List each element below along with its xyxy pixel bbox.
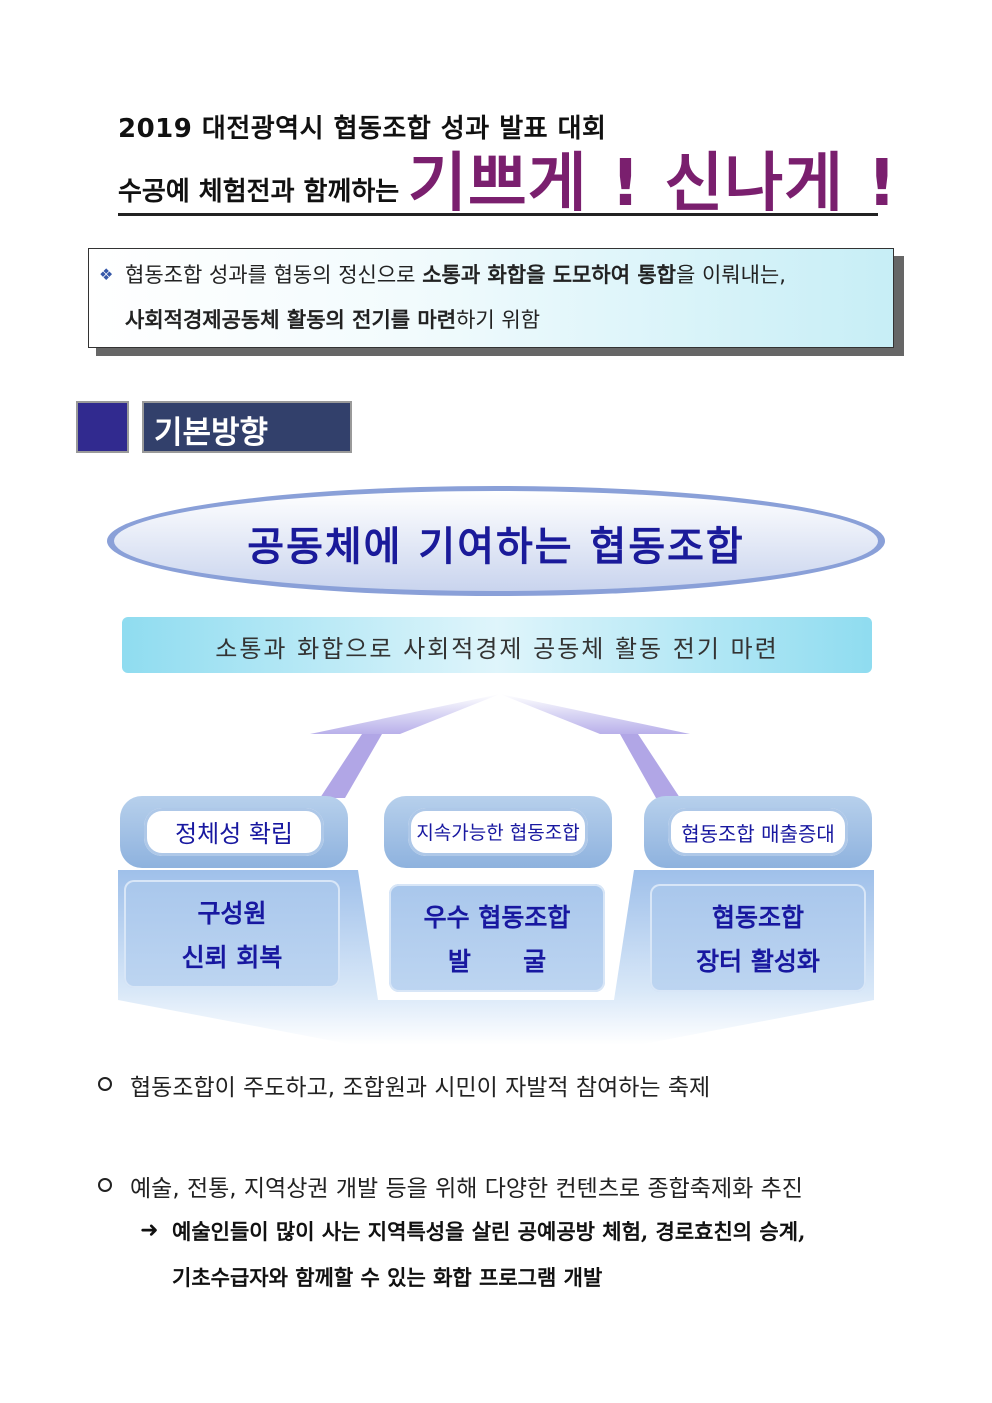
diamond-bullet-icon: ❖ bbox=[99, 265, 114, 284]
purpose-text: 협동조합 성과를 협동의 정신으로 bbox=[125, 263, 423, 287]
pillar-card-2: 우수 협동조합 발 굴 bbox=[389, 884, 605, 992]
pillar-card-1: 구성원 신뢰 회복 bbox=[124, 880, 340, 988]
circle-bullet-icon bbox=[98, 1077, 112, 1091]
pillar-label-text: 지속가능한 협동조합 bbox=[416, 822, 580, 844]
title-emphasis: 기쁘게 ! 신나게 ! bbox=[408, 147, 898, 221]
purpose-text-bold: 소통과 화합을 도모하여 통합 bbox=[422, 263, 676, 287]
banner: 소통과 화합으로 사회적경제 공동체 활동 전기 마련 bbox=[122, 617, 872, 673]
goal-text: 공동체에 기여하는 협동조합 bbox=[247, 523, 745, 570]
pillar-label-1: 정체성 확립 bbox=[120, 796, 348, 868]
title-line-2: 수공예 체험전과 함께하는 기쁘게 ! 신나게 ! bbox=[118, 142, 897, 216]
purpose-text: 을 이뤄내는, bbox=[675, 263, 786, 287]
purpose-line-2: 사회적경제공동체 활동의 전기를 마련하기 위함 bbox=[125, 304, 540, 334]
purpose-line-1: 협동조합 성과를 협동의 정신으로 소통과 화합을 도모하여 통합을 이뤄내는, bbox=[125, 259, 786, 289]
purpose-text-bold: 사회적경제공동체 활동의 전기를 마련 bbox=[125, 308, 457, 332]
bullet-text-1: 협동조합이 주도하고, 조합원과 시민이 자발적 참여하는 축제 bbox=[130, 1075, 711, 1101]
pillar-label-inner bbox=[668, 808, 848, 856]
pillar-label-text: 협동조합 매출증대 bbox=[681, 822, 835, 846]
title-line-1: 2019 대전광역시 협동조합 성과 발표 대회 bbox=[118, 114, 607, 144]
pillar-card-line-1: 구성원 bbox=[197, 899, 267, 928]
pillar-label-inner bbox=[408, 808, 588, 856]
sub-bullet-line-2: 기초수급자와 함께할 수 있는 화합 프로그램 개발 bbox=[172, 1265, 603, 1290]
pillar-card-3: 협동조합 장터 활성화 bbox=[650, 884, 866, 992]
pillar-label-text: 정체성 확립 bbox=[174, 820, 294, 848]
purpose-text: 하기 위함 bbox=[456, 308, 541, 332]
title-underline bbox=[118, 213, 878, 216]
pillar-card-line-2: 신뢰 회복 bbox=[181, 943, 283, 972]
pillar-label-3: 협동조합 매출증대 bbox=[644, 796, 872, 868]
bullet-text-2: 예술, 전통, 지역상권 개발 등을 위해 다양한 컨텐츠로 종합축제화 추진 bbox=[130, 1176, 803, 1202]
section-heading-label: 기본방향 bbox=[154, 415, 269, 451]
section-marker-square bbox=[76, 401, 129, 453]
pillar-label-2: 지속가능한 협동조합 bbox=[384, 796, 612, 868]
pillar-card-line-1: 우수 협동조합 bbox=[423, 903, 571, 932]
circle-bullet-icon bbox=[98, 1178, 112, 1192]
section-heading: 기본방향 bbox=[142, 401, 352, 453]
pillar-card-line-2: 장터 활성화 bbox=[696, 947, 820, 976]
upward-arrows bbox=[310, 694, 690, 798]
goal-ellipse bbox=[107, 486, 885, 596]
title-prefix: 수공예 체험전과 함께하는 bbox=[118, 177, 400, 207]
sub-bullet-line-1: 예술인들이 많이 사는 지역특성을 살린 공예공방 체험, 경로효친의 승계, bbox=[172, 1219, 806, 1244]
banner-text: 소통과 화합으로 사회적경제 공동체 활동 전기 마련 bbox=[215, 635, 779, 663]
pillar-card-line-1: 협동조합 bbox=[711, 903, 804, 932]
pillar-label-inner bbox=[144, 808, 324, 856]
purpose-box: ❖ 협동조합 성과를 협동의 정신으로 소통과 화합을 도모하여 통합을 이뤄내… bbox=[88, 248, 894, 348]
arrow-right-icon: ➜ bbox=[140, 1218, 159, 1243]
pillar-card-line-2: 발 굴 bbox=[447, 947, 547, 976]
